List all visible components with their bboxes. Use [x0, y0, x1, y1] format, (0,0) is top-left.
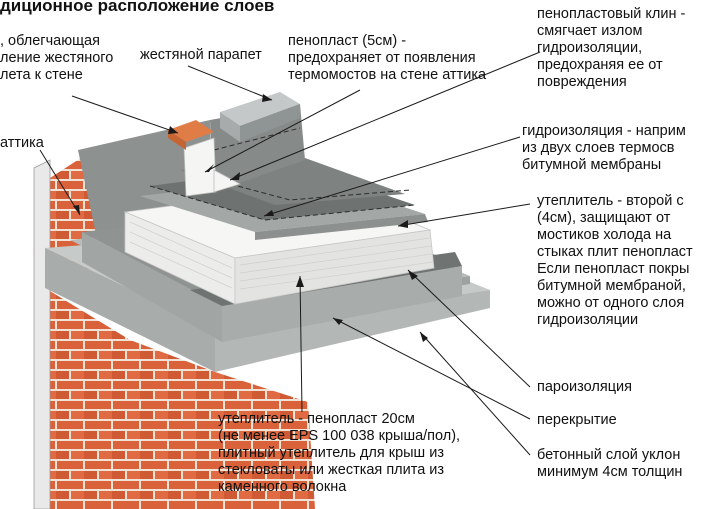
insulation-texture-lines [129, 221, 434, 290]
label-line: минимум 4см толщин [537, 464, 683, 480]
label-line: , облегчающая [0, 33, 100, 49]
slope-concrete-side [222, 266, 462, 342]
tin-parapet-top [220, 92, 300, 126]
label-line: каменного волокна [218, 479, 347, 495]
concrete-slab-front [45, 248, 215, 372]
leader-arrowheads [73, 94, 428, 342]
label-second-insulation: утеплитель - второй с (4см), защищают от… [537, 193, 693, 329]
label-line: бетонный слой уклон [537, 447, 681, 463]
label-line: аттика [0, 135, 44, 151]
label-concrete-slope: бетонный слой уклон минимум 4см толщин [537, 447, 682, 481]
label-vapor-barrier: пароизоляция [537, 379, 632, 396]
label-main-insulation: утеплитель - пенопласт 20см (не менее EP… [218, 411, 460, 496]
label-waterproofing: гидроизоляция - наприм из двух слоев тер… [522, 123, 686, 174]
main-insulation-side [234, 229, 435, 305]
label-line: утеплитель - второй с [537, 193, 684, 209]
label-line: предохраняя ее от [537, 57, 663, 73]
label-foam-5cm: пенопласт (5см) - предохраняет от появле… [288, 33, 486, 84]
slope-concrete-front [82, 232, 222, 342]
label-line: можно от одного слоя [537, 295, 685, 311]
label-line: повреждения [537, 74, 627, 90]
label-foam-wedge: пенопластовый клин - смягчает излом гидр… [537, 6, 685, 91]
attic-cap-brick-front [168, 130, 186, 150]
label-tin-parapet: жестяной парапет [140, 47, 262, 64]
attic-foam-5cm [183, 137, 217, 197]
wall-plaster-strip [33, 159, 51, 509]
brick-wall-front [45, 288, 315, 509]
label-line: предохраняет от появления [288, 50, 476, 66]
label-line: ление жестяного [0, 50, 114, 66]
foam-wedge [213, 169, 242, 193]
label-line: битумной мембраной, [537, 278, 686, 294]
label-line: лета к стене [0, 67, 83, 83]
membrane-dashed-seam [149, 185, 416, 221]
label-left-top: , облегчающая ление жестяного лета к сте… [0, 33, 113, 84]
label-line: смягчает излом [537, 23, 643, 39]
label-line: утеплитель - пенопласт 20см [218, 411, 415, 427]
label-line: гидроизоляции, [537, 40, 643, 56]
concrete-slab-side [215, 290, 490, 372]
leader-lines [39, 51, 541, 456]
membrane-dashed-seam-2 [214, 179, 411, 201]
label-line: пенопластовый клин - [537, 6, 686, 22]
label-line: гидроизоляция - наприм [522, 123, 686, 139]
label-line: стекловаты или жесткая плита из [218, 462, 445, 478]
second-insulation-side [255, 214, 428, 240]
label-line: плитный утеплитель для крыш из [218, 445, 444, 461]
label-line: жестяной парапет [140, 47, 262, 63]
label-line: битумной мембраны [522, 157, 662, 173]
label-line: (4см), защищают от [537, 210, 671, 226]
waterproof-wall-dashed [213, 127, 301, 151]
label-line: пароизоляция [537, 379, 632, 395]
label-line: мостиков холода на [537, 227, 672, 243]
tin-parapet-front [240, 104, 300, 142]
label-attic: аттика [0, 135, 44, 152]
label-line: стыках плит пенопласт [537, 244, 693, 260]
label-line: Если пенопласт покры [537, 261, 690, 277]
label-line: гидроизоляции [537, 312, 639, 328]
label-slab: перекрытие [537, 412, 617, 429]
diagram-title: диционное расположение слоев [0, 0, 275, 15]
label-line: (не менее EPS 100 038 крыша/пол), [218, 428, 461, 444]
label-line: термомостов на стене аттика [288, 67, 487, 83]
label-line: из двух слоев термосв [522, 140, 675, 156]
tin-parapet-lip [220, 112, 240, 142]
attic-cap-brick [168, 120, 214, 142]
label-line: пенопласт (5см) - [288, 33, 407, 49]
label-line: перекрытие [537, 412, 617, 428]
